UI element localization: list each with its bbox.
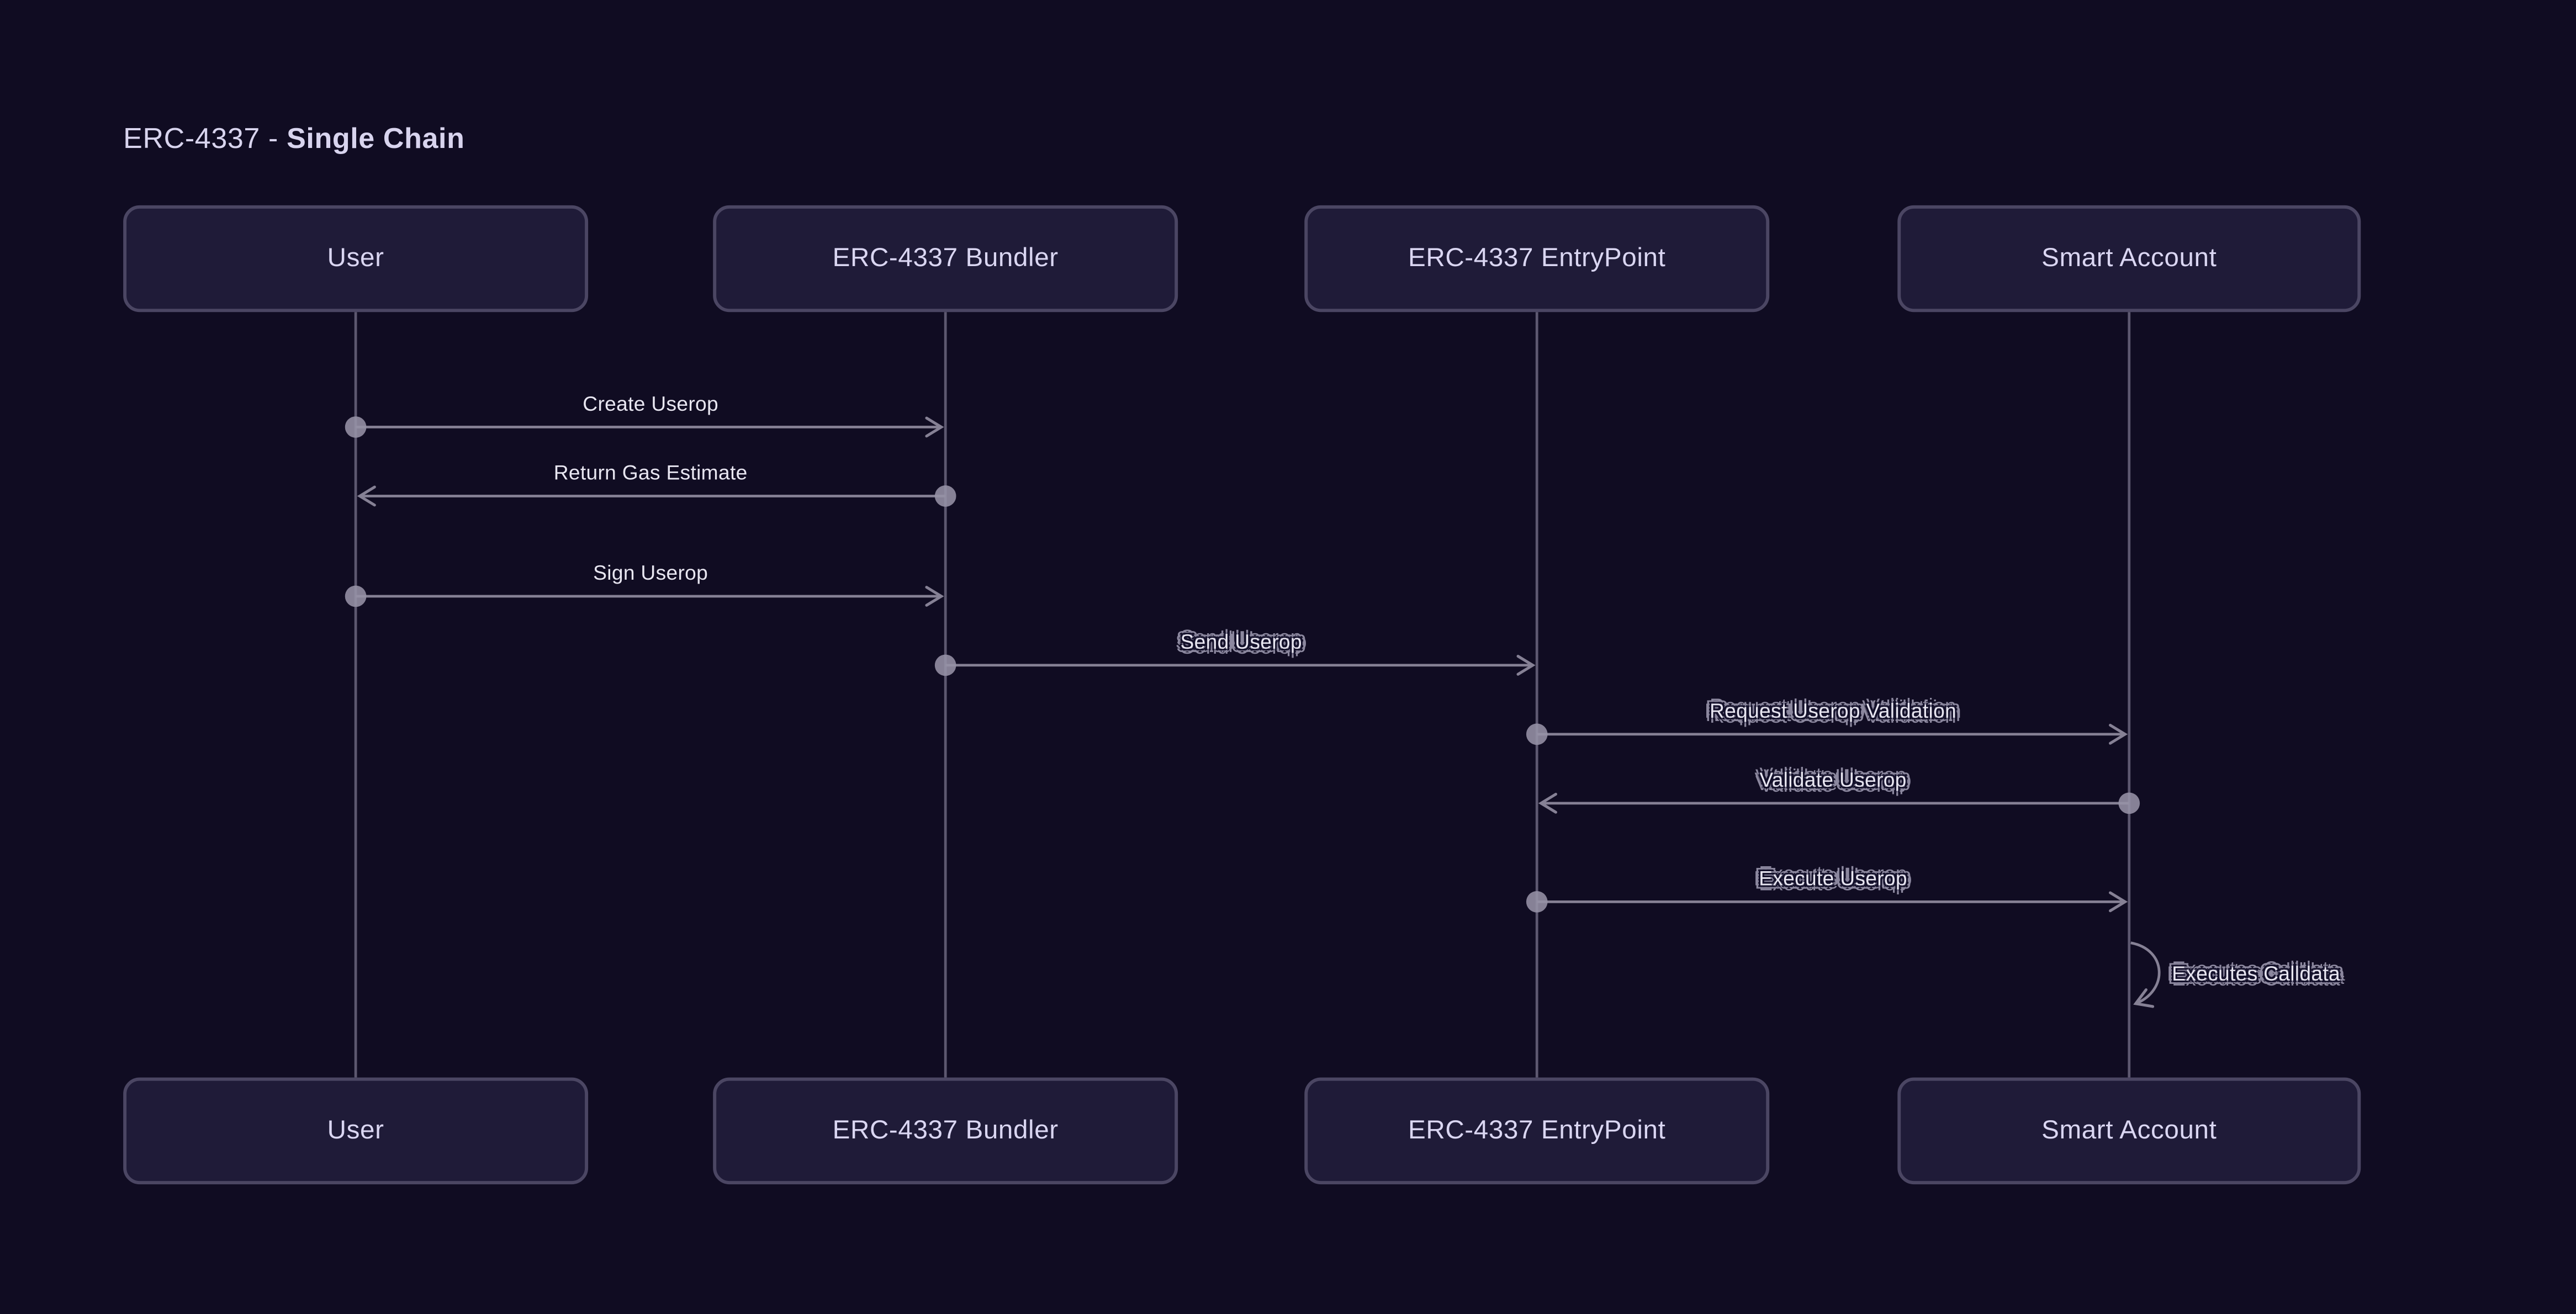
actor-bottom-bundler: ERC-4337 Bundler bbox=[713, 1077, 1178, 1185]
actor-bottom-smart_account: Smart Account bbox=[1897, 1077, 2361, 1185]
message-label: Execute Userop bbox=[1759, 867, 1907, 891]
actor-top-bundler: ERC-4337 Bundler bbox=[713, 205, 1178, 312]
message-origin-dot bbox=[2118, 792, 2140, 814]
message-label: Send Userop bbox=[1180, 630, 1302, 654]
message-label: Create Userop bbox=[583, 393, 719, 416]
self-message-arc bbox=[2130, 941, 2161, 1008]
message-origin-dot bbox=[1526, 723, 1548, 745]
actor-top-entrypoint: ERC-4337 EntryPoint bbox=[1304, 205, 1770, 312]
message-origin-dot bbox=[345, 416, 367, 438]
diagram-title: ERC-4337 - Single Chain bbox=[123, 118, 464, 157]
message-origin-dot bbox=[934, 654, 956, 676]
message-label: Request Userop Validation bbox=[1709, 700, 1957, 723]
message-label: Sign Userop bbox=[593, 561, 708, 585]
message-label: Validate Userop bbox=[1759, 769, 1907, 792]
message-label: Executes Calldata bbox=[2172, 962, 2340, 986]
message-origin-dot bbox=[934, 485, 956, 507]
actor-top-smart_account: Smart Account bbox=[1897, 205, 2361, 312]
message-origin-dot bbox=[345, 585, 367, 607]
diagram-title-prefix: ERC-4337 - bbox=[123, 121, 287, 155]
message-label: Return Gas Estimate bbox=[553, 462, 748, 485]
actor-top-user: User bbox=[123, 205, 589, 312]
actor-bottom-entrypoint: ERC-4337 EntryPoint bbox=[1304, 1077, 1770, 1185]
diagram-title-emphasis: Single Chain bbox=[287, 121, 465, 155]
message-origin-dot bbox=[1526, 891, 1548, 913]
actor-bottom-user: User bbox=[123, 1077, 589, 1185]
